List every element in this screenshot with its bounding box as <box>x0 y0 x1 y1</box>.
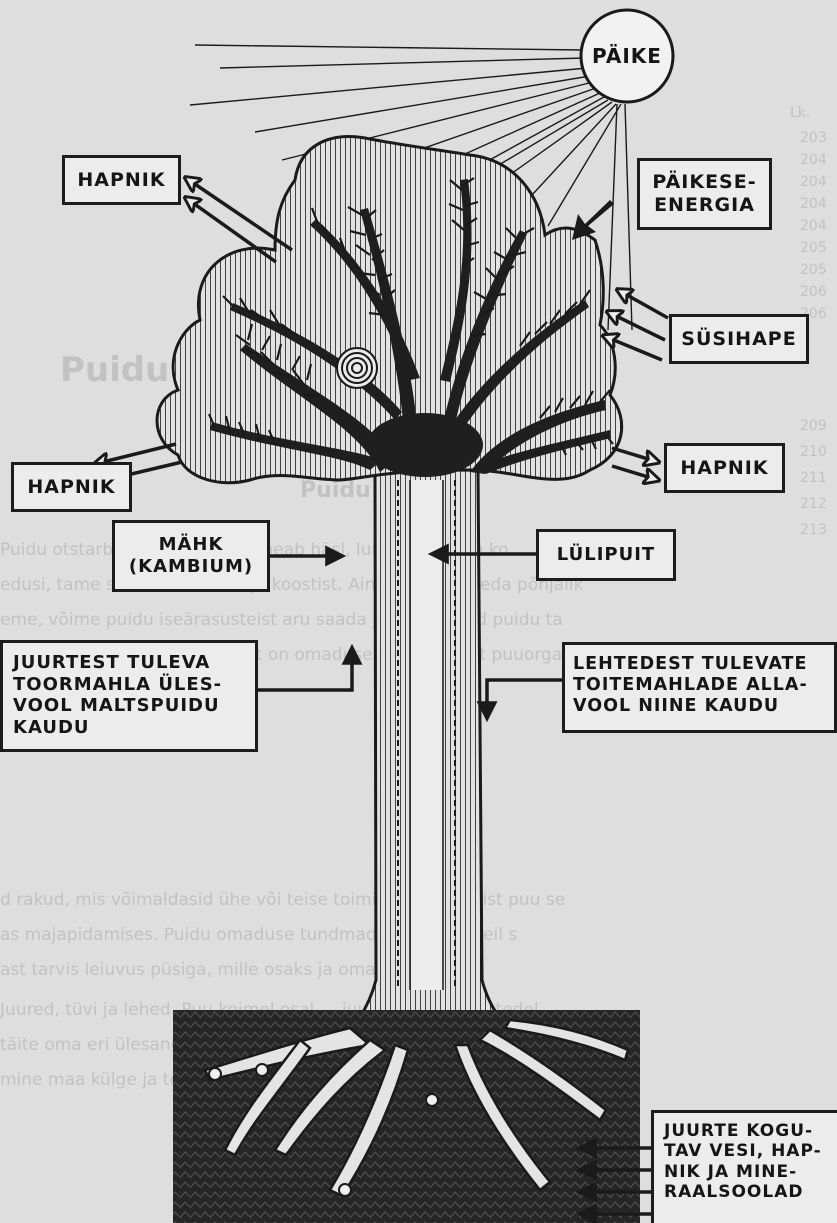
sap-down-line-2: TOITEMAHLADE ALLA- <box>573 675 834 696</box>
sap-down-line-1: LEHTEDEST TULEVATE <box>573 654 834 675</box>
cambium-line-2: (KAMBIUM) <box>129 556 253 578</box>
sap-up-line-3: VOOL MALTSPUIDU <box>13 695 255 717</box>
growth-rings <box>337 348 377 388</box>
solar-energy-box: PÄIKESE- ENERGIA <box>637 158 772 230</box>
oxygen-top-box: HAPNIK <box>62 155 181 205</box>
roots-box: JUURTE KOGU- TAV VESI, HAP- NIK JA MINE-… <box>651 1110 837 1223</box>
sap-up-line-2: TOORMAHLA ÜLES- <box>13 674 255 696</box>
roots-line-4: RAALSOOLAD <box>664 1182 837 1202</box>
sap-down-line-3: VOOL NIINE KAUDU <box>573 696 834 717</box>
cambium-box: MÄHK (KAMBIUM) <box>112 520 270 592</box>
cambium-line-1: MÄHK <box>159 534 224 556</box>
sap-up-line-4: KAUDU <box>13 717 255 739</box>
pith-box: LÜLIPUIT <box>536 529 676 581</box>
solar-energy-arrow <box>572 200 614 240</box>
sap-up-line-1: JUURTEST TULEVA <box>13 652 255 674</box>
roots-line-1: JUURTE KOGU- <box>664 1121 837 1141</box>
sun-label: PÄIKE <box>581 40 673 72</box>
roots-line-2: TAV VESI, HAP- <box>664 1141 837 1161</box>
oxygen-right-box: HAPNIK <box>664 443 785 493</box>
sap-up-box: JUURTEST TULEVA TOORMAHLA ÜLES- VOOL MAL… <box>0 640 258 752</box>
carbonic-acid-box: SÜSIHAPE <box>669 314 809 364</box>
oxygen-left-box: HAPNIK <box>11 462 132 512</box>
solar-energy-line-2: ENERGIA <box>654 194 755 217</box>
sap-down-box: LEHTEDEST TULEVATE TOITEMAHLADE ALLA- VO… <box>562 642 837 733</box>
roots-line-3: NIK JA MINE- <box>664 1162 837 1182</box>
solar-energy-line-1: PÄIKESE- <box>652 171 756 194</box>
